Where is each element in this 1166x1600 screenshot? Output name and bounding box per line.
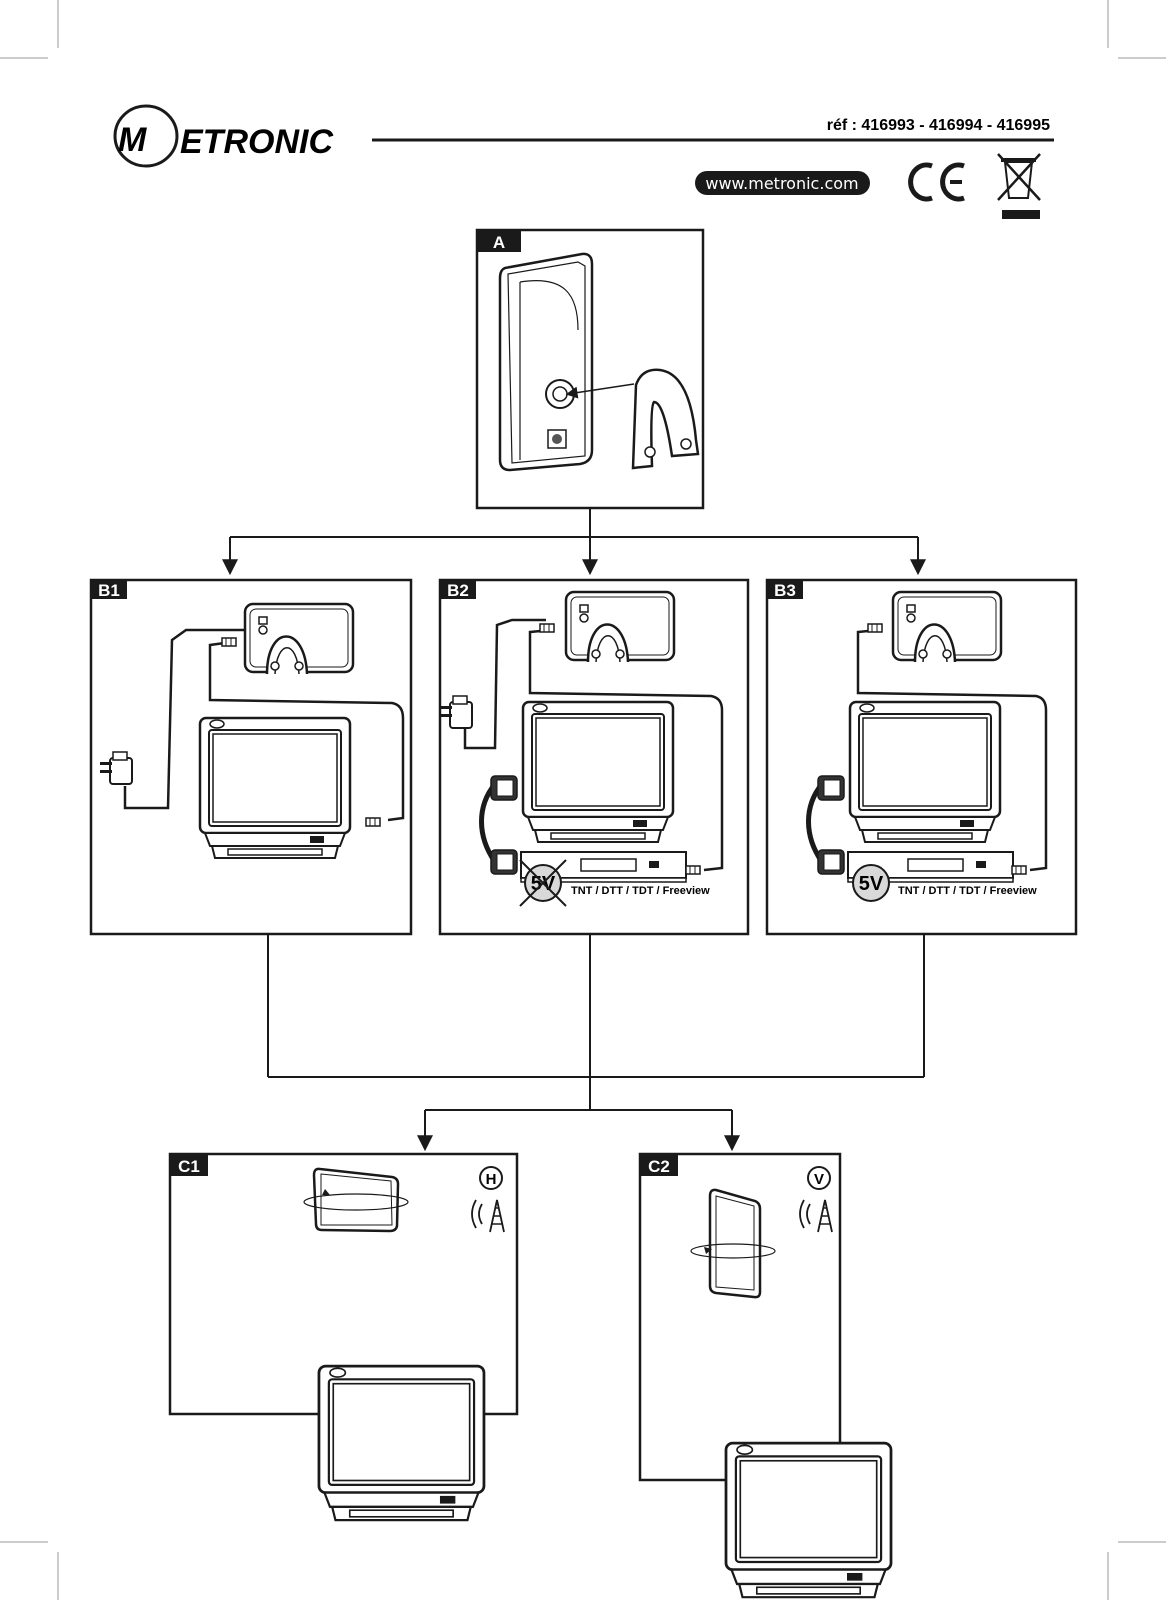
ce-mark-icon <box>908 162 965 202</box>
coax-connector-icon <box>221 637 237 647</box>
panel-b3-label: B3 <box>774 581 796 600</box>
coax-connector-icon <box>365 817 381 827</box>
brand-initial: M <box>118 121 147 159</box>
brand-logo: M ETRONIC <box>113 104 333 168</box>
coax-connector-icon <box>867 623 883 633</box>
coax-connector-icon <box>1011 865 1027 875</box>
panel-c2-label: C2 <box>648 1157 670 1176</box>
dtt-caption: TNT / DTT / TDT / Freeview <box>571 885 710 897</box>
coax-connector-icon <box>539 623 555 633</box>
panel-b2: B2 5V TNT / DTT / TDT / Freeview <box>438 578 750 936</box>
antenna-horizontal-icon <box>303 1167 409 1233</box>
panel-c1-label: C1 <box>178 1157 200 1176</box>
panel-c2: C2 V <box>638 1152 893 1599</box>
website-url[interactable]: www.metronic.com <box>705 174 858 193</box>
tv-icon <box>317 1364 486 1522</box>
website-badge[interactable]: www.metronic.com <box>695 171 870 195</box>
voltage-label: 5V <box>859 873 884 895</box>
antenna-icon <box>243 602 355 676</box>
tv-icon <box>521 700 675 844</box>
panel-b1-label: B1 <box>98 581 120 600</box>
flow-lines-b-to-c <box>267 934 925 1152</box>
weee-bin-icon <box>997 153 1041 219</box>
power-5v-icon: 5V <box>852 864 890 902</box>
antenna-vertical-icon <box>690 1188 776 1299</box>
tv-icon <box>848 700 1002 844</box>
antenna-icon <box>891 590 1003 664</box>
panel-b1: B1 <box>89 578 413 936</box>
antenna-icon <box>564 590 676 664</box>
polarization-label: H <box>486 1171 497 1188</box>
panel-c1: C1 H <box>168 1152 519 1522</box>
panel-b3: B3 5V TNT / DTT / TDT / Freeview <box>765 578 1078 936</box>
coax-connector-icon <box>685 865 701 875</box>
panel-a-label: A <box>493 233 505 252</box>
no-power-5v-icon: 5V <box>519 859 567 907</box>
brand-name: ETRONIC <box>180 123 333 161</box>
cables <box>463 618 724 872</box>
tv-icon <box>198 716 352 860</box>
panel-a: A <box>475 228 705 510</box>
reference-numbers: réf : 416993 - 416994 - 416995 <box>827 117 1050 134</box>
transmitter-mast-icon: H <box>471 1166 505 1233</box>
cables <box>123 628 405 822</box>
transmitter-mast-icon: V <box>799 1166 833 1233</box>
flow-lines-a-to-b <box>222 508 926 576</box>
tv-icon <box>724 1441 893 1599</box>
panel-b2-label: B2 <box>447 581 469 600</box>
cables <box>856 628 1048 872</box>
assembly-arrow <box>565 383 635 399</box>
antenna-stand <box>631 368 700 470</box>
antenna-front-view <box>498 252 594 472</box>
polarization-label: V <box>814 1171 824 1188</box>
dtt-caption: TNT / DTT / TDT / Freeview <box>898 885 1037 897</box>
